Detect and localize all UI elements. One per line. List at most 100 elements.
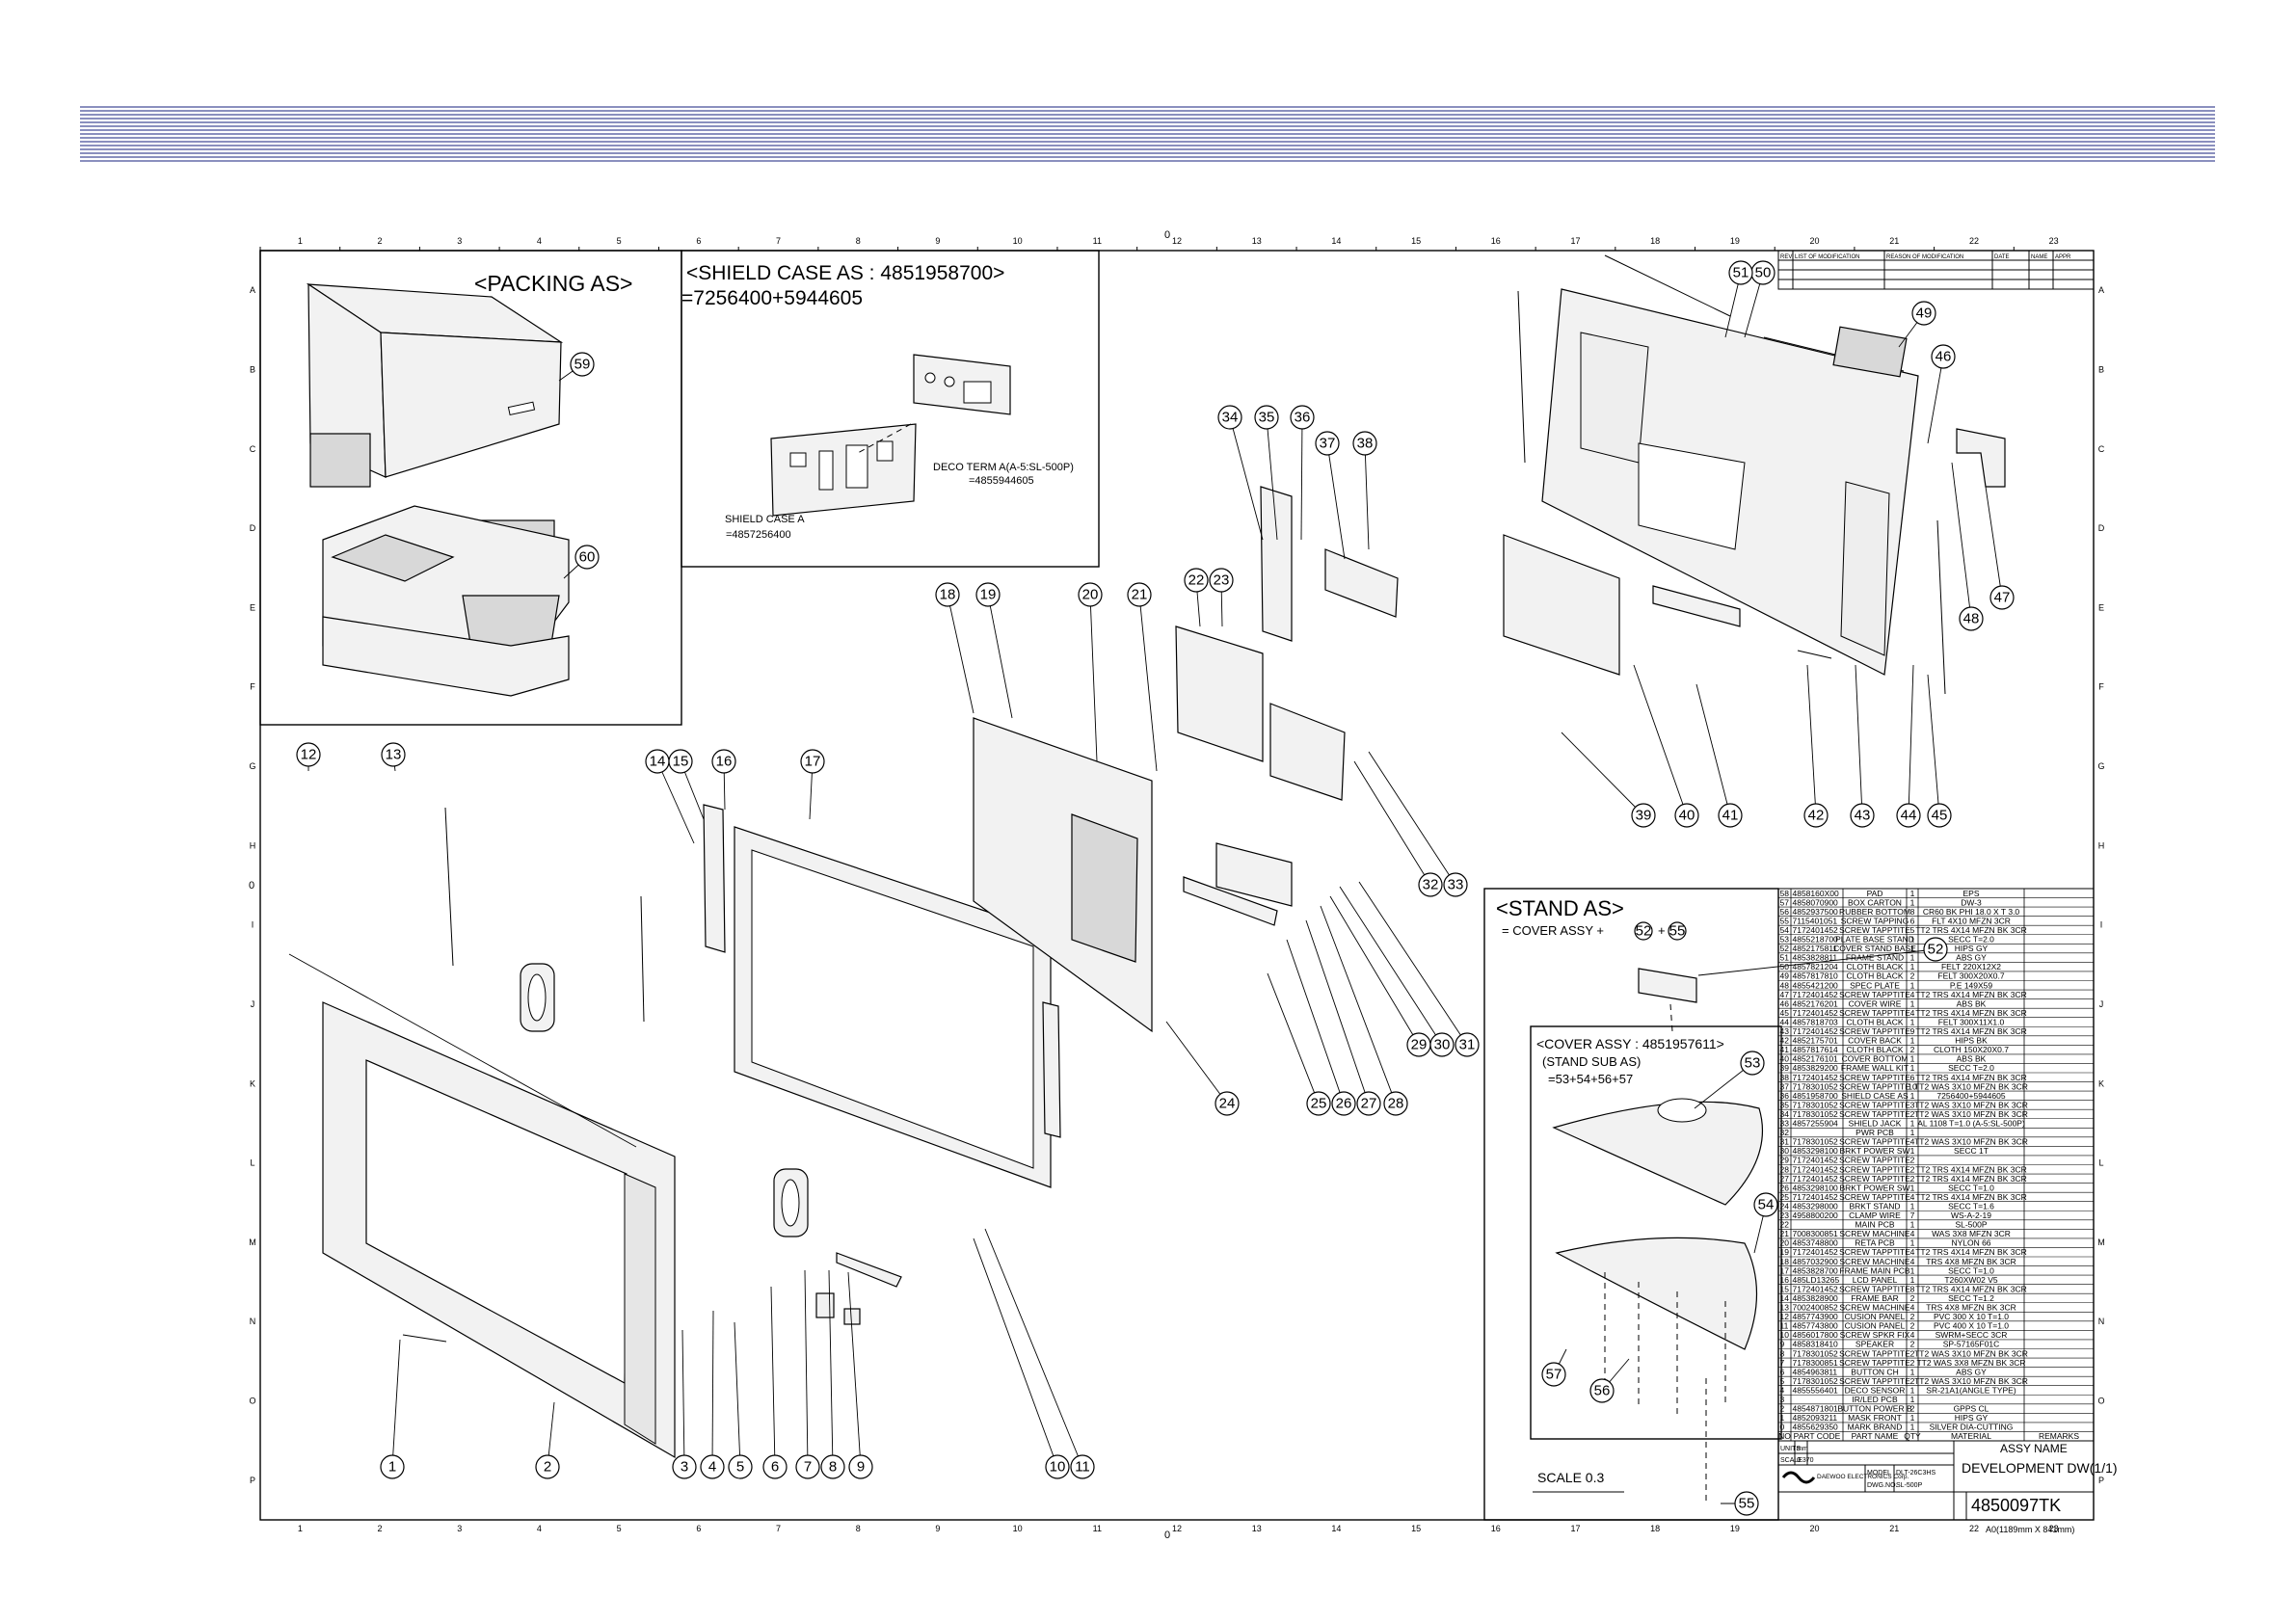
- zone-letter-left-N: N: [250, 1317, 256, 1326]
- zone-number-bottom-22: 22: [1969, 1524, 1979, 1533]
- bom-cell: SR-21A1(ANGLE TYPE): [1926, 1385, 2016, 1395]
- bom-cell: 10: [1780, 1330, 1790, 1340]
- bom-cell: TT2 WAS 3X10 MFZN BK 3CR: [1914, 1109, 2028, 1119]
- bom-cell: SCREW TAPPTITE: [1839, 1073, 1910, 1082]
- bom-cell: 7178301052: [1793, 1348, 1839, 1358]
- bom-cell: 4: [1780, 1385, 1785, 1395]
- model-label: MODEL: [1867, 1470, 1891, 1477]
- bom-cell: 7008300851: [1793, 1229, 1839, 1238]
- bom-cell: 1: [1910, 1385, 1915, 1395]
- bom-cell: 7178301052: [1793, 1100, 1839, 1109]
- bom-cell: CR60 BK PHI 18.0 X T 3.0: [1923, 907, 2020, 917]
- bom-cell: 8: [1910, 1284, 1915, 1293]
- bom-cell: 9: [1780, 1340, 1785, 1349]
- bom-cell: 2: [1910, 1045, 1915, 1054]
- bom-cell: SCREW TAPPTITE: [1839, 1100, 1910, 1109]
- bom-cell: 2: [1910, 1358, 1915, 1368]
- front-mask: [322, 1001, 676, 1459]
- bom-cell: 7172401452: [1793, 925, 1839, 935]
- bom-cell: 4852175701: [1793, 1036, 1839, 1046]
- power-pcb: [1183, 842, 1293, 926]
- zone-number-top-8: 8: [856, 236, 861, 246]
- bom-cell: 7172401452: [1793, 1008, 1839, 1018]
- callout-1: 1: [380, 1339, 405, 1479]
- bom-cell: SECC T=1.0: [1948, 1265, 1994, 1275]
- bom-cell: P.E 149X59: [1950, 980, 1993, 990]
- bom-cell: 56: [1780, 907, 1790, 917]
- svg-text:20: 20: [1082, 587, 1099, 603]
- bom-cell: 1: [1910, 889, 1915, 898]
- bom-cell: 7172401452: [1793, 1156, 1839, 1165]
- callout-11: 11: [984, 1228, 1095, 1479]
- svg-text:10: 10: [1050, 1459, 1066, 1476]
- bom-cell: 2: [1910, 1293, 1915, 1303]
- callout-34: 34: [1217, 405, 1264, 541]
- center-mark-left: 0: [249, 880, 254, 891]
- svg-text:54: 54: [1758, 1197, 1775, 1213]
- shield-title: <SHIELD CASE AS : 4851958700>: [686, 262, 1004, 284]
- svg-text:59: 59: [574, 357, 591, 373]
- zone-number-bottom-13: 13: [1252, 1524, 1262, 1533]
- bom-cell: COVER BACK: [1848, 1036, 1902, 1046]
- zone-number-top-21: 21: [1889, 236, 1899, 246]
- zone-letter-left-M: M: [249, 1237, 256, 1247]
- zone-letter-right-N: N: [2098, 1317, 2105, 1326]
- assy-name-label: ASSY NAME: [2000, 1442, 2068, 1455]
- bom-cell: 7172401452: [1793, 1174, 1839, 1184]
- zone-number-top-11: 11: [1093, 236, 1102, 246]
- bom-cell: 3: [1780, 1395, 1785, 1404]
- bom-cell: 8: [1780, 1348, 1785, 1358]
- bom-cell: SCREW TAPPTITE: [1839, 1174, 1910, 1184]
- shield-case-code: =4857256400: [726, 529, 791, 541]
- bom-cell: SCREW TAPPTITE: [1839, 1156, 1910, 1165]
- zone-number-bottom-2: 2: [378, 1524, 383, 1533]
- bom-cell: TRS 4X8 MFZN BK 3CR: [1926, 1303, 2016, 1313]
- zone-letter-right-F: F: [2098, 682, 2104, 692]
- bom-cell: 4: [1910, 990, 1915, 999]
- bom-cell: 46: [1780, 998, 1790, 1008]
- bom-cell: SECC T=1.0: [1948, 1183, 1994, 1192]
- svg-text:36: 36: [1295, 410, 1311, 426]
- bom-cell: TT2 TRS 4X14 MFZN BK 3CR: [1915, 1174, 2027, 1184]
- bom-cell: EPS: [1962, 889, 1979, 898]
- bom-cell: SCREW TAPPTITE: [1839, 1376, 1910, 1386]
- bom-cell: 26: [1780, 1183, 1790, 1192]
- zone-number-top-17: 17: [1570, 236, 1580, 246]
- lcd-panel: [734, 826, 1052, 1188]
- bom-cell: 4958800200: [1793, 1211, 1839, 1220]
- callout-52: 52: [1697, 937, 1948, 976]
- bom-cell: TT2 TRS 4X14 MFZN BK 3CR: [1915, 1284, 2027, 1293]
- zone-number-top-5: 5: [617, 236, 622, 246]
- bom-cell: SL-500P: [1955, 1220, 1987, 1230]
- svg-text:48: 48: [1963, 611, 1980, 627]
- bom-cell: 4853828811: [1793, 953, 1838, 963]
- bom-cell: 7172401452: [1793, 1284, 1839, 1293]
- cover-assy-title: <COVER ASSY : 4851957611>: [1536, 1036, 1724, 1051]
- callout-44: 44: [1896, 664, 1921, 828]
- bom-cell: SCREW TAPPTITE: [1839, 1137, 1910, 1147]
- bom-header: QTY: [1904, 1431, 1921, 1441]
- callout-10: 10: [973, 1237, 1070, 1479]
- bom-cell: 4857255904: [1793, 1119, 1839, 1129]
- zone-number-bottom-10: 10: [1013, 1524, 1023, 1533]
- bom-cell: 1: [1910, 1183, 1915, 1192]
- bom-cell: SCREW TAPPTITE: [1839, 1008, 1910, 1018]
- bom-cell: SECC T=1.2: [1948, 1293, 1994, 1303]
- zone-letter-right-K: K: [2098, 1078, 2104, 1088]
- bom-cell: SCREW MACHINE: [1839, 1303, 1910, 1313]
- bom-cell: 4: [1910, 1303, 1915, 1313]
- svg-text:45: 45: [1932, 808, 1948, 824]
- bom-cell: SCREW TAPPTITE: [1839, 1109, 1910, 1119]
- callout-25: 25: [1267, 972, 1331, 1116]
- bom-cell: 3: [1910, 1100, 1915, 1109]
- frame-bar-right: [1042, 1001, 1061, 1138]
